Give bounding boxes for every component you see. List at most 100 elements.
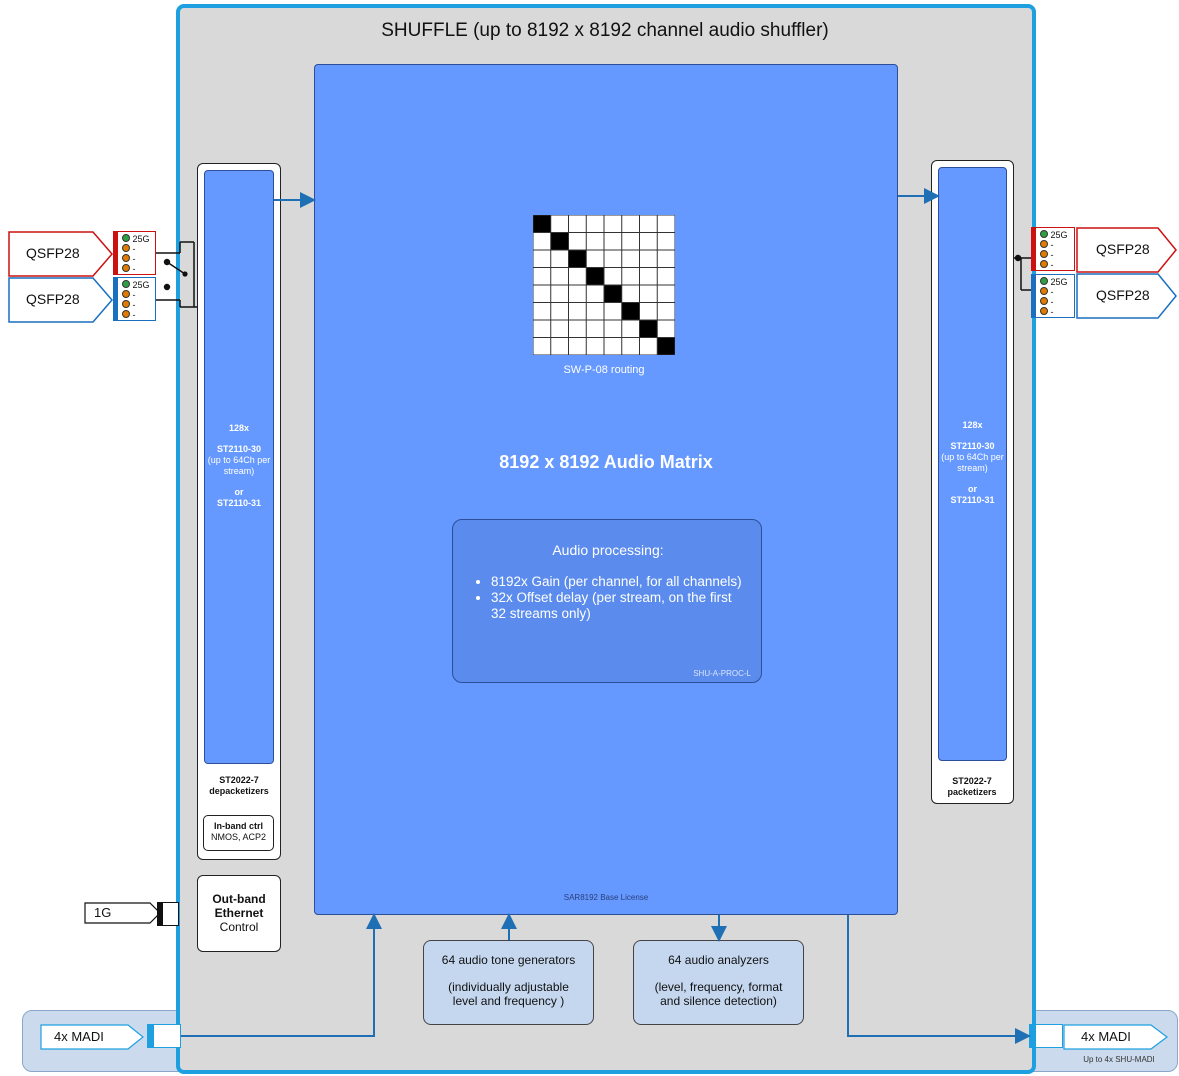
madi-left-label: 4x MADI: [54, 1029, 104, 1044]
orange-led-icon: [122, 264, 130, 272]
right-footer: ST2022-7 packetizers: [932, 776, 1012, 798]
outband-line3: Control: [219, 920, 259, 934]
outband-line2: Ethernet: [214, 906, 264, 920]
outband-line1: Out-band: [212, 892, 266, 906]
analyzer-box: 64 audio analyzers (level, frequency, fo…: [633, 940, 804, 1025]
green-led-icon: [1040, 230, 1048, 238]
left-footer: ST2022-7 depacketizers: [199, 775, 279, 797]
led-status: -: [1050, 287, 1054, 297]
processing-box: Audio processing: 8192x Gain (per channe…: [452, 519, 762, 683]
led-status: -: [132, 264, 136, 274]
left-count: 128x: [228, 423, 250, 433]
led-status: -: [1050, 240, 1054, 250]
crosspoint: [621, 302, 640, 320]
matrix-title: 8192 x 8192 Audio Matrix: [499, 452, 713, 472]
routing-label: SW-P-08 routing: [563, 364, 645, 376]
left-std1: ST2110-30: [216, 444, 262, 454]
crosspoint: [568, 250, 587, 268]
inband-sub: NMOS, ACP2: [210, 832, 266, 842]
orange-led-icon: [122, 310, 130, 318]
qsfp-label: QSFP28: [26, 245, 80, 261]
tone-line2: (individually adjustable level and frequ…: [448, 980, 569, 1008]
orange-led-icon: [1040, 307, 1048, 315]
port-1g[interactable]: 1G: [84, 901, 162, 925]
qsfp-label: QSFP28: [26, 291, 80, 307]
qsfp-out-red[interactable]: QSFP28: [1076, 227, 1178, 273]
tone-line1: 64 audio tone generators: [441, 953, 576, 967]
outband-control-box: Out-band Ethernet Control: [197, 875, 281, 952]
inband-title: In-band ctrl: [214, 821, 263, 831]
audio-matrix: [314, 64, 898, 915]
led-status: -: [132, 254, 136, 264]
processing-title: Audio processing:: [552, 542, 664, 558]
right-std1-note: (up to 64Ch per stream): [941, 452, 1004, 473]
madi-out-port[interactable]: 4x MADI: [1063, 1024, 1169, 1050]
qsfp-in-blue[interactable]: QSFP28: [8, 277, 113, 323]
qsfp-label: QSFP28: [1096, 287, 1150, 303]
madi-out-jack: [1029, 1024, 1063, 1048]
madi-in-port[interactable]: 4x MADI: [40, 1024, 145, 1050]
green-led-icon: [122, 234, 130, 242]
led-status: -: [132, 300, 136, 310]
orange-led-icon: [1040, 240, 1048, 248]
right-std2: ST2110-31: [950, 495, 995, 505]
green-led-icon: [1040, 277, 1048, 285]
left-footer-line1: ST2022-7: [219, 775, 259, 785]
left-std1-note: (up to 64Ch per stream): [207, 455, 271, 476]
crosspoint: [639, 320, 658, 338]
orange-led-icon: [1040, 297, 1048, 305]
led-status: -: [132, 290, 136, 300]
left-std2: ST2110-31: [216, 498, 262, 508]
led-status: -: [1050, 250, 1054, 260]
orange-led-icon: [122, 254, 130, 262]
orange-led-icon: [1040, 250, 1048, 258]
qsfp-out-blue[interactable]: QSFP28: [1076, 273, 1178, 319]
speed-label: 25G: [1050, 230, 1068, 240]
qsfp-in-red[interactable]: QSFP28: [8, 231, 113, 277]
orange-led-icon: [122, 244, 130, 252]
crosspoint: [586, 267, 604, 285]
ethernet-jack-icon: [157, 902, 179, 926]
speed-label: 25G: [1050, 277, 1068, 287]
left-depacketizer-bar: 128x ST2110-30 (up to 64Ch per stream) o…: [204, 170, 274, 764]
left-footer-line2: depacketizers: [209, 786, 269, 796]
right-or: or: [968, 484, 977, 494]
led-status: -: [132, 244, 136, 254]
green-led-icon: [122, 280, 130, 288]
crosspoint: [657, 337, 675, 355]
crosspoint: [533, 215, 551, 233]
orange-led-icon: [122, 300, 130, 308]
led-status: -: [1050, 307, 1054, 317]
crosspoint: [604, 285, 622, 303]
right-footer-line2: packetizers: [947, 787, 997, 797]
processing-item: 8192x Gain (per channel, for all channel…: [491, 574, 746, 590]
led-status: -: [132, 310, 136, 320]
madi-right-note: Up to 4x SHU-MADI: [1083, 1055, 1155, 1064]
qsfp-label: QSFP28: [1096, 241, 1150, 257]
tone-generator-box: 64 audio tone generators (individually a…: [423, 940, 594, 1025]
right-packetizer-bar: 128x ST2110-30 (up to 64Ch per stream) o…: [938, 167, 1007, 761]
right-count: 128x: [962, 420, 983, 430]
led-status: -: [1050, 297, 1054, 307]
port-1g-label: 1G: [94, 905, 112, 920]
port-led-panel-left-bottom: 25G - - -: [113, 277, 156, 321]
led-status: -: [1050, 260, 1054, 270]
processing-license: SHU-A-PROC-L: [693, 669, 751, 678]
speed-label: 25G: [132, 234, 150, 244]
right-footer-line1: ST2022-7: [952, 776, 992, 786]
routing-grid: [532, 214, 676, 356]
page-title: SHUFFLE (up to 8192 x 8192 channel audio…: [381, 20, 829, 41]
processing-list: 8192x Gain (per channel, for all channel…: [471, 574, 746, 622]
inband-ctrl-box: In-band ctrl NMOS, ACP2: [203, 815, 274, 851]
analyzer-line2: (level, frequency, format and silence de…: [654, 980, 783, 1008]
port-led-panel-right-bottom: 25G - - -: [1031, 274, 1075, 318]
madi-in-jack: [147, 1024, 181, 1048]
port-led-panel-right-top: 25G - - -: [1031, 227, 1075, 271]
right-std1: ST2110-30: [950, 441, 995, 451]
orange-led-icon: [1040, 260, 1048, 268]
orange-led-icon: [122, 290, 130, 298]
orange-led-icon: [1040, 287, 1048, 295]
left-or: or: [234, 487, 244, 497]
processing-item: 32x Offset delay (per stream, on the fir…: [491, 590, 746, 622]
port-led-panel-left-top: 25G - - -: [113, 231, 156, 275]
